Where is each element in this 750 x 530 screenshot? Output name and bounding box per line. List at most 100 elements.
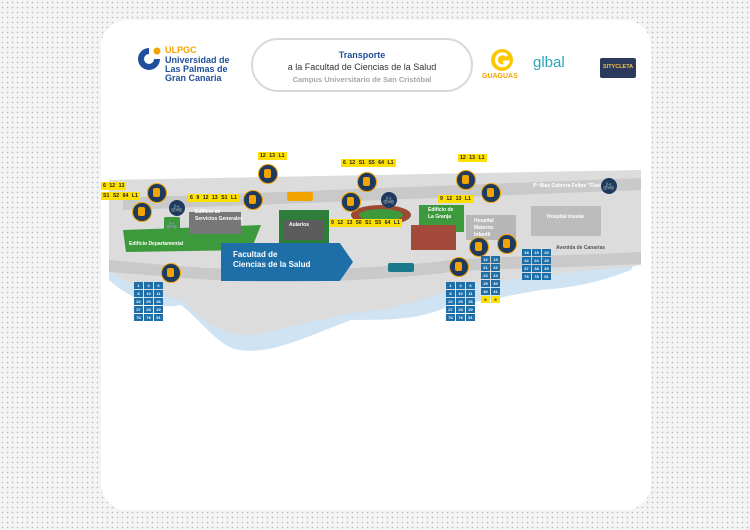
route-cell: 25	[481, 280, 490, 287]
building-granja	[411, 225, 456, 250]
bus-stop-icon[interactable]	[456, 170, 476, 190]
route-cell: 28	[144, 306, 153, 313]
route-cell: 6	[466, 282, 475, 289]
route-cell: 30	[491, 280, 500, 287]
sitycleta-wordmark: SITYCLETA	[603, 64, 634, 70]
global-wordmark: glbal	[533, 54, 565, 71]
label-materno-line2: Materno	[474, 225, 494, 231]
route-tag: 9	[331, 220, 334, 226]
route-tag: S5	[374, 220, 382, 226]
stop-tag-s7: 9 12 13 L1	[438, 195, 473, 203]
label-servicios-line2: Servicios Generales	[195, 216, 243, 222]
route-cell: 41	[491, 288, 500, 295]
route-tag: 12	[109, 183, 116, 189]
label-materno-line3: Infantil	[474, 232, 491, 238]
route-tag: 13	[469, 155, 476, 161]
route-cell: 38	[532, 265, 541, 272]
route-cell: 29	[466, 306, 475, 313]
bus-stop-icon[interactable]	[449, 257, 469, 277]
global-logo: glbal	[533, 52, 595, 92]
route-cell: 76	[522, 273, 531, 280]
route-cell: 4	[144, 282, 153, 289]
bus-stop-icon[interactable]	[481, 183, 501, 203]
route-cell: 10	[144, 290, 153, 297]
label-granja-line2: La Granja	[428, 214, 452, 220]
lines-grid-middle: 1 4 6 8 10 11 22 25 26 27 28 29 76 78 91	[446, 282, 475, 321]
bus-stop-icon[interactable]	[357, 172, 377, 192]
faculty-label-line1: Facultad de	[233, 250, 278, 259]
ulpgc-logo: ULPGC Universidad de Las Palmas de Gran …	[135, 45, 265, 95]
stop-tag-s4: 6 12 S1 S5 64 L1	[341, 159, 396, 167]
route-tag: 64	[384, 220, 391, 226]
route-cell: 22	[491, 264, 500, 271]
land-area	[109, 170, 641, 336]
route-tag: 13	[346, 220, 353, 226]
route-cell: 37	[522, 265, 531, 272]
page-title: Transporte	[338, 50, 386, 60]
route-cell: 23	[481, 272, 490, 279]
bicycle-icon: 🚲	[381, 192, 397, 208]
route-cell: 78	[456, 314, 465, 321]
route-tag: 13	[269, 153, 276, 159]
route-cell: 91	[542, 273, 551, 280]
route-tag: 50	[355, 220, 362, 226]
route-tag: 6	[343, 160, 346, 166]
route-cell: 91	[154, 314, 163, 321]
bus-stop-icon[interactable]	[161, 263, 181, 283]
sitycleta-logo: SITYCLETA	[600, 58, 636, 78]
faculty-label-line2: Ciencias de la Salud	[233, 260, 311, 269]
route-cell: 19	[532, 249, 541, 256]
stop-tag-s5: 9 12 13 50 S1 S5 64 L1	[329, 219, 402, 227]
route-cell: 24	[532, 257, 541, 264]
route-tag: 12	[337, 220, 344, 226]
route-cell: 25	[542, 257, 551, 264]
route-cell: 18	[522, 249, 531, 256]
route-cell: 22	[446, 298, 455, 305]
route-cell: 76	[134, 314, 143, 321]
bus-stop-icon[interactable]	[147, 183, 167, 203]
route-tag: 13	[211, 195, 218, 201]
bus-stop-icon[interactable]	[341, 192, 361, 212]
map-card: ULPGC Universidad de Las Palmas de Gran …	[101, 20, 651, 510]
route-tag: 9	[440, 196, 443, 202]
route-cell: 29	[154, 306, 163, 313]
bus-stop-icon[interactable]	[497, 234, 517, 254]
route-cell: 11	[154, 290, 163, 297]
label-aulario: Aularios	[289, 222, 310, 228]
university-line-1: Universidad de	[165, 55, 230, 65]
route-tag: L1	[393, 220, 400, 226]
route-tag: 6	[190, 195, 193, 201]
campus-map	[109, 170, 641, 351]
route-cell: 78	[532, 273, 541, 280]
route-cell: 27	[446, 306, 455, 313]
route-cell: 8	[134, 290, 143, 297]
route-cell: 22	[522, 257, 531, 264]
university-line-3: Gran Canaria	[165, 73, 222, 83]
label-granja-line1: Edificio de	[428, 207, 454, 213]
label-servicios-line1: Edificio de	[195, 209, 221, 215]
sports-field	[359, 209, 403, 221]
route-tag: S5	[368, 160, 375, 166]
bus-stop-icon[interactable]	[258, 164, 278, 184]
route-tag: L1	[230, 195, 238, 201]
page-title-line2: a la Facultad de Ciencias de la Salud	[287, 62, 437, 72]
stop-tag-s2-row2: S1 S2 64 L1	[101, 192, 140, 200]
stop-tag-s2-row1: 6 12 13	[101, 182, 127, 190]
guaguas-logo: GUAGUAS	[482, 47, 522, 97]
route-tag: S1	[365, 220, 372, 226]
bus-stop-icon[interactable]	[243, 190, 263, 210]
bus-stop-icon[interactable]	[469, 237, 489, 257]
route-tag: 9	[196, 195, 200, 201]
route-cell: 6	[481, 296, 490, 303]
route-cell: 91	[466, 314, 475, 321]
stop-tag-s6: 12 13 L1	[458, 154, 487, 162]
label-insular: Hospital Insular	[547, 214, 585, 220]
bus-stop-icon[interactable]	[132, 202, 152, 222]
route-tag: 6	[103, 183, 106, 189]
route-cell: 78	[144, 314, 153, 321]
route-cell: 9	[491, 296, 500, 303]
lines-grid-right: 18 19 20 22 24 25 37 38 39 76 78 91	[522, 249, 551, 280]
label-paseo: Pº Blas Cabrera Felipe "Físico"	[533, 183, 607, 189]
bike-parking-icon: 🚲	[164, 217, 180, 233]
route-cell: 4	[456, 282, 465, 289]
